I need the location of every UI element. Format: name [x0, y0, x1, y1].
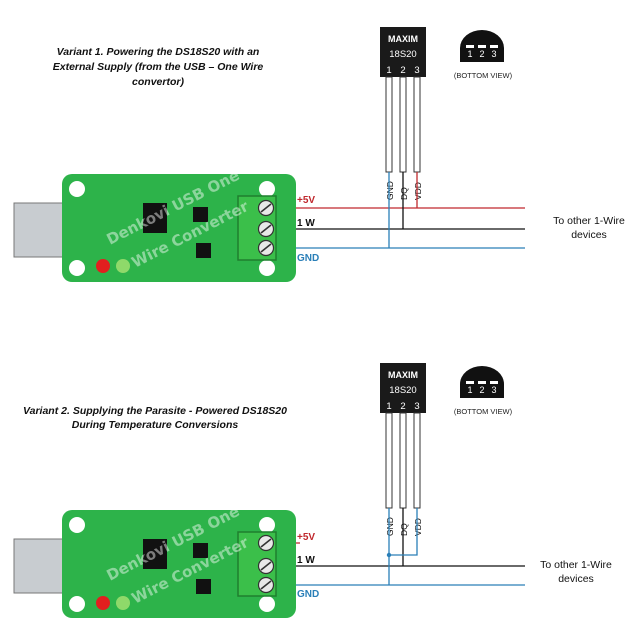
variant2-screw-terminal — [257, 557, 275, 575]
variant1-mount-hole — [69, 181, 85, 197]
variant2-pin-label-gnd: GND — [385, 517, 395, 536]
variant2-junction-dot — [386, 552, 392, 558]
variant1-screw-terminal — [257, 239, 275, 257]
variant1-screw-terminal — [257, 220, 275, 238]
variant2-chip-brand: MAXIM — [388, 370, 418, 380]
variant1-mount-hole — [259, 260, 275, 276]
variant2-ic-chip — [143, 539, 167, 569]
variant1-bottom-pin-1: 1 — [467, 49, 472, 59]
variant1-mount-hole — [69, 260, 85, 276]
variant1-pin-label-dq: DQ — [399, 187, 409, 200]
variant1-screw-terminal — [257, 199, 275, 217]
variant1-label-gnd: GND — [297, 253, 319, 264]
variant2-pin3-to-gnd — [389, 508, 418, 556]
variant2-sensor-chip: MAXIM 18S20 1 2 3 — [380, 363, 426, 509]
variant1-bottom-view: 1 2 3 (BOTTOM VIEW) — [454, 30, 513, 80]
variant2-mount-hole — [69, 517, 85, 533]
variant2-mount-hole — [69, 596, 85, 612]
variant2-mount-hole — [259, 517, 275, 533]
variant2-pin-label-vdd: VDD — [413, 518, 423, 536]
variant2-caption-line2: During Temperature Conversions — [72, 419, 239, 431]
variant1-usb-converter-board: Denkovi USB One Wire Converter — [13, 166, 296, 282]
variant2-usb-converter-board: Denkovi USB One Wire Converter — [13, 502, 296, 618]
variant2-pin-number-3: 3 — [414, 401, 419, 412]
variant2-label-1w: 1 W — [297, 555, 315, 566]
variant2-red-led — [96, 596, 110, 610]
variant2-screw-terminal — [257, 576, 275, 594]
variant2-bottom-pin-1: 1 — [467, 385, 472, 395]
variant2-small-chip — [193, 543, 208, 558]
variant1-other-devices-line1: To other 1-Wire — [553, 215, 625, 227]
variant1-small-chip — [196, 243, 211, 258]
variant1-other-devices-line2: devices — [571, 229, 607, 241]
variant2-caption-line1: Variant 2. Supplying the Parasite - Powe… — [23, 405, 287, 417]
variant2-chip-model: 18S20 — [389, 385, 416, 396]
variant1-chip-brand: MAXIM — [388, 34, 418, 44]
variant2-bottom-view-label: (BOTTOM VIEW) — [454, 407, 513, 416]
variant2-bottom-view: 1 2 3 (BOTTOM VIEW) — [454, 366, 513, 416]
variant2-green-led — [116, 596, 130, 610]
variant2-bottom-pin-2: 2 — [479, 385, 484, 395]
variant1-mount-hole — [259, 181, 275, 197]
variant2-mount-hole — [259, 596, 275, 612]
variant1-caption-line1: Variant 1. Powering the DS18S20 with an — [57, 46, 260, 58]
variant1-pin-number-1: 1 — [386, 65, 391, 76]
variant1-label-5v: +5V — [297, 195, 315, 206]
variant1-pin-number-2: 2 — [400, 65, 405, 76]
variant2-pin-label-dq: DQ — [399, 523, 409, 536]
variant2-bottom-pin-3: 3 — [491, 385, 496, 395]
variant1-pin-label-vdd: VDD — [413, 182, 423, 200]
variant2-other-devices-line1: To other 1-Wire — [540, 559, 612, 571]
variant1-group: Variant 1. Powering the DS18S20 with an … — [13, 27, 625, 282]
variant1-label-1w: 1 W — [297, 218, 315, 229]
variant2-screw-terminal — [257, 534, 275, 552]
variant1-caption-line2: External Supply (from the USB – One Wire — [53, 61, 264, 73]
variant1-pin-number-3: 3 — [414, 65, 419, 76]
variant1-chip-model: 18S20 — [389, 49, 416, 60]
variant2-small-chip — [196, 579, 211, 594]
variant2-label-5v: +5V — [297, 532, 315, 543]
variant2-pin-number-1: 1 — [386, 401, 391, 412]
variant1-caption-line3: convertor) — [132, 76, 184, 88]
variant2-pin-number-2: 2 — [400, 401, 405, 412]
variant1-red-led — [96, 259, 110, 273]
variant2-group: Variant 2. Supplying the Parasite - Powe… — [13, 363, 612, 618]
variant1-bottom-pin-2: 2 — [479, 49, 484, 59]
variant2-other-devices-line2: devices — [558, 573, 594, 585]
variant1-green-led — [116, 259, 130, 273]
variant1-ic-chip — [143, 203, 167, 233]
variant1-pin-label-gnd: GND — [385, 181, 395, 200]
variant1-small-chip — [193, 207, 208, 222]
variant1-sensor-chip: MAXIM 18S20 1 2 3 — [380, 27, 426, 173]
variant2-label-gnd: GND — [297, 589, 319, 600]
variant1-bottom-view-label: (BOTTOM VIEW) — [454, 71, 513, 80]
variant1-bottom-pin-3: 3 — [491, 49, 496, 59]
